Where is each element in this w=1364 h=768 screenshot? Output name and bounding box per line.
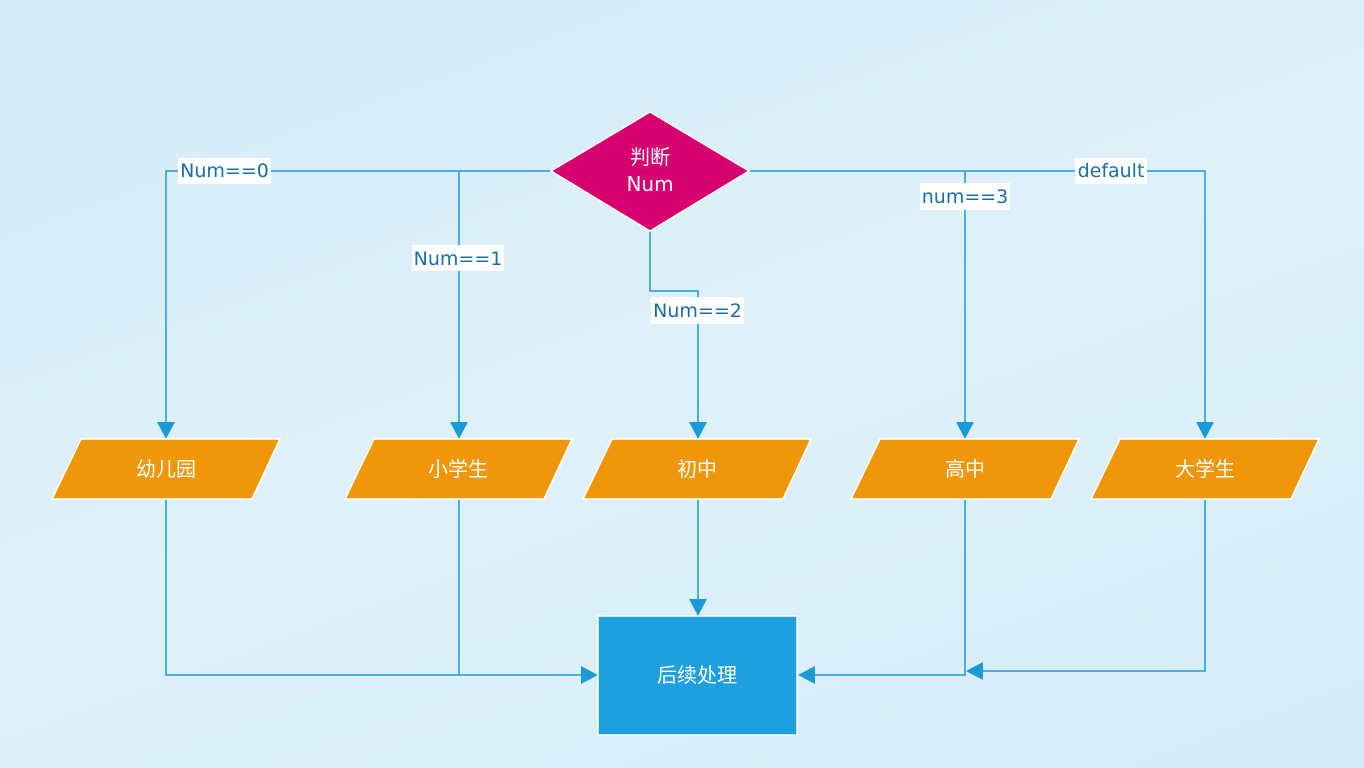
edge-label-num3-text: num==3	[922, 186, 1009, 208]
edge-label-num0-text: Num==0	[180, 160, 269, 182]
arrow-to-college	[1196, 422, 1214, 439]
edge-label-default-text: default	[1078, 160, 1145, 182]
arrow-right-to-followup	[798, 666, 815, 684]
arrow-to-senior	[956, 422, 974, 439]
edge-label-num0: Num==0	[178, 158, 271, 184]
followup-label: 后续处理	[657, 663, 737, 687]
connectors	[165, 170, 1206, 676]
node-primary: 小学生	[343, 438, 574, 500]
node-junior: 初中	[581, 438, 813, 500]
node-kindergarten: 幼儿园	[50, 438, 282, 500]
kindergarten-shape	[50, 438, 282, 500]
arrow-junior-to-followup	[689, 599, 707, 616]
primary-shape	[343, 438, 574, 500]
arrow-to-kindergarten	[157, 422, 175, 439]
edge-senior-followup	[814, 499, 966, 676]
arrow-to-junior	[689, 422, 707, 439]
decision-label-line1: 判断	[630, 145, 670, 169]
edge-college-followup	[982, 499, 1206, 672]
edge-labels: Num==0 Num==1 Num==2 num==3 default	[178, 158, 1147, 324]
arrow-college-join	[966, 662, 983, 680]
edge-label-num1-text: Num==1	[414, 248, 503, 270]
edge-label-default: default	[1075, 158, 1147, 184]
senior-label: 高中	[945, 457, 985, 481]
junior-label: 初中	[677, 457, 717, 481]
edge-label-num3: num==3	[920, 183, 1010, 210]
primary-label: 小学生	[428, 457, 488, 481]
edge-label-num1: Num==1	[412, 245, 504, 271]
node-college: 大学生	[1089, 438, 1321, 500]
edge-label-num2-text: Num==2	[653, 300, 742, 322]
junior-shape	[581, 438, 813, 500]
edge-decision-college	[748, 170, 1206, 424]
arrowheads	[157, 422, 1214, 684]
edge-kindergarten-followup	[165, 499, 583, 676]
edge-decision-junior	[649, 230, 699, 601]
decision-diamond	[549, 111, 751, 232]
kindergarten-label: 幼儿园	[136, 457, 196, 481]
college-shape	[1089, 438, 1321, 500]
college-label: 大学生	[1175, 457, 1235, 481]
node-senior: 高中	[849, 438, 1081, 500]
edge-label-num2: Num==2	[651, 297, 744, 324]
arrow-to-primary	[450, 422, 468, 439]
arrow-left-to-followup	[581, 666, 598, 684]
node-followup: 后续处理	[597, 615, 798, 736]
followup-shape	[597, 615, 798, 736]
edge-decision-kindergarten	[165, 170, 552, 424]
senior-shape	[849, 438, 1081, 500]
decision-node: 判断 Num	[549, 111, 751, 232]
decision-label-line2: Num	[626, 172, 673, 196]
